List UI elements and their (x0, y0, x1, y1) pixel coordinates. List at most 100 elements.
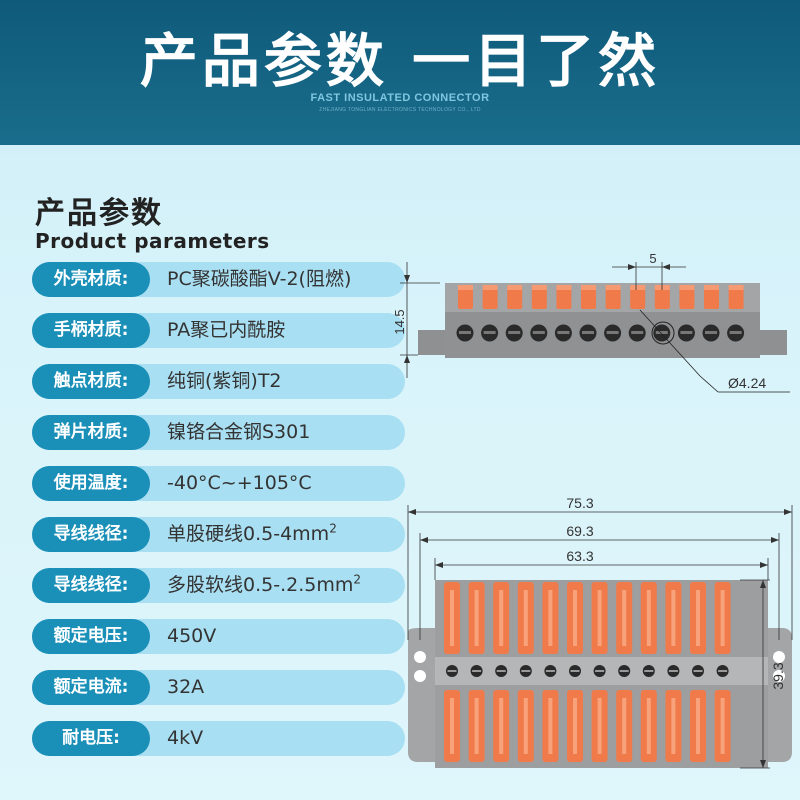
param-value: 4kV (167, 727, 204, 749)
side-lever-top (704, 285, 719, 290)
top-screw-slot (619, 670, 629, 672)
param-row-spring: 弹片材质: 镍铬合金钢S301 (32, 415, 405, 450)
side-lever (728, 285, 744, 309)
side-view-drawing: 14.5 5 Ø4.24 (392, 251, 790, 393)
side-hole-bar (705, 331, 717, 334)
param-row-current: 额定电流: 32A (32, 670, 405, 705)
top-lever-lower-ridge (622, 698, 627, 754)
dim-hole-diameter: Ø4.24 (728, 375, 766, 391)
top-screw-slot (496, 670, 506, 672)
side-view-holes (456, 324, 745, 342)
param-row-voltage: 额定电压: 450V (32, 619, 405, 654)
param-row-wire-solid: 导线线径: 单股硬线0.5-4mm2 (32, 517, 405, 552)
side-lever-top (679, 285, 695, 290)
header-title: 产品参数 一目了然 (139, 27, 661, 95)
side-hole-bar (508, 331, 521, 334)
top-lever-lower-ridge (720, 698, 725, 754)
top-lever-lower-ridge (474, 698, 479, 754)
header-subtitle: FAST INSULATED CONNECTOR (310, 92, 490, 104)
header-company: ZHEJIANG TONGLIAN ELECTRONICS TECHNOLOGY… (319, 107, 481, 113)
section-title-cn: 产品参数 (35, 196, 163, 231)
top-screw-slot (545, 670, 555, 672)
top-lever-lower-ridge (499, 698, 504, 754)
top-lever-upper-ridge (597, 590, 602, 646)
dim-width-inner: 63.3 (566, 548, 593, 564)
top-screw-slot (521, 670, 531, 672)
side-lever-top (531, 285, 547, 290)
top-view-drawing: 75.3 69.3 63.3 39.3 (407, 495, 793, 769)
side-hole-bar (459, 331, 471, 334)
side-hole-bar (655, 331, 668, 334)
dim-pitch: 5 (649, 251, 656, 266)
top-lever-lower-ridge (450, 698, 454, 754)
top-view-screws (446, 665, 729, 677)
top-lever-upper-ridge (474, 590, 479, 646)
side-lever-top (728, 285, 744, 290)
top-screw-slot (668, 670, 678, 672)
param-value: 32A (167, 676, 205, 698)
top-lever-upper-ridge (548, 590, 553, 646)
side-lever (507, 285, 523, 309)
side-lever-top (458, 285, 473, 290)
param-row-shell: 外壳材质: PC聚碳酸酯V-2(阻燃) (32, 262, 405, 297)
param-row-withstand: 耐电压: 4kV (32, 721, 405, 756)
top-screw-slot (595, 670, 605, 672)
top-screw-slot (472, 670, 482, 672)
top-screw-slot (693, 670, 703, 672)
side-hole-bar (729, 331, 742, 334)
dim-depth: 39.3 (770, 662, 786, 689)
side-lever-top (605, 285, 621, 290)
param-label: 导线线径: (32, 517, 150, 552)
top-lever-lower-ridge (597, 698, 602, 754)
top-lever-lower-ridge (523, 698, 528, 754)
top-lever-lower-ridge (573, 698, 577, 754)
side-lever-top (630, 285, 646, 290)
top-lever-lower-ridge (696, 698, 700, 754)
top-lever-upper-ridge (696, 590, 700, 646)
top-lever-upper-ridge (671, 590, 676, 646)
param-value: 镍铬合金钢S301 (167, 421, 311, 443)
side-hole-bar (532, 331, 545, 334)
param-label: 使用温度: (32, 466, 150, 501)
side-lever (605, 285, 621, 309)
param-row-wire-stranded: 导线线径: 多股软线0.5-.2.5mm2 (32, 568, 405, 603)
side-lever (581, 285, 596, 309)
param-value: -40°C~+105°C (167, 472, 312, 494)
top-screw-slot (718, 670, 728, 672)
side-hole-bar (557, 331, 570, 334)
side-lever (556, 285, 572, 309)
param-label: 导线线径: (32, 568, 150, 603)
param-label: 额定电流: (32, 670, 150, 705)
side-lever-top (581, 285, 596, 290)
param-row-handle: 手柄材质: PA聚已内酰胺 (32, 313, 405, 348)
param-label: 耐电压: (32, 721, 150, 756)
param-value: 450V (167, 625, 217, 647)
side-lever (630, 285, 646, 309)
section-title-en: Product parameters (35, 229, 270, 253)
param-row-temperature: 使用温度: -40°C~+105°C (32, 466, 405, 501)
param-label: 触点材质: (32, 364, 150, 399)
param-label: 手柄材质: (32, 313, 150, 348)
side-lever (654, 285, 670, 309)
side-lever (704, 285, 719, 309)
dim-width-mid: 69.3 (566, 523, 593, 539)
side-lever (531, 285, 547, 309)
header-banner: 产品参数 一目了然 FAST INSULATED CONNECTOR ZHEJI… (0, 0, 800, 145)
side-hole-bar (631, 331, 644, 334)
param-value: 单股硬线0.5-4mm2 (167, 521, 337, 545)
top-view-levers (444, 582, 731, 762)
top-lever-upper-ridge (720, 590, 725, 646)
top-screw-slot (447, 670, 457, 672)
top-lever-upper-ridge (573, 590, 577, 646)
side-hole-bar (483, 331, 496, 334)
param-label: 额定电压: (32, 619, 150, 654)
top-lever-upper-ridge (646, 590, 651, 646)
top-lever-upper-ridge (523, 590, 528, 646)
param-value: 纯铜(紫铜)T2 (167, 370, 282, 392)
side-lever (679, 285, 695, 309)
side-lever-top (507, 285, 523, 290)
side-hole-bar (680, 331, 693, 334)
side-lever (482, 285, 498, 309)
param-label: 外壳材质: (32, 262, 150, 297)
